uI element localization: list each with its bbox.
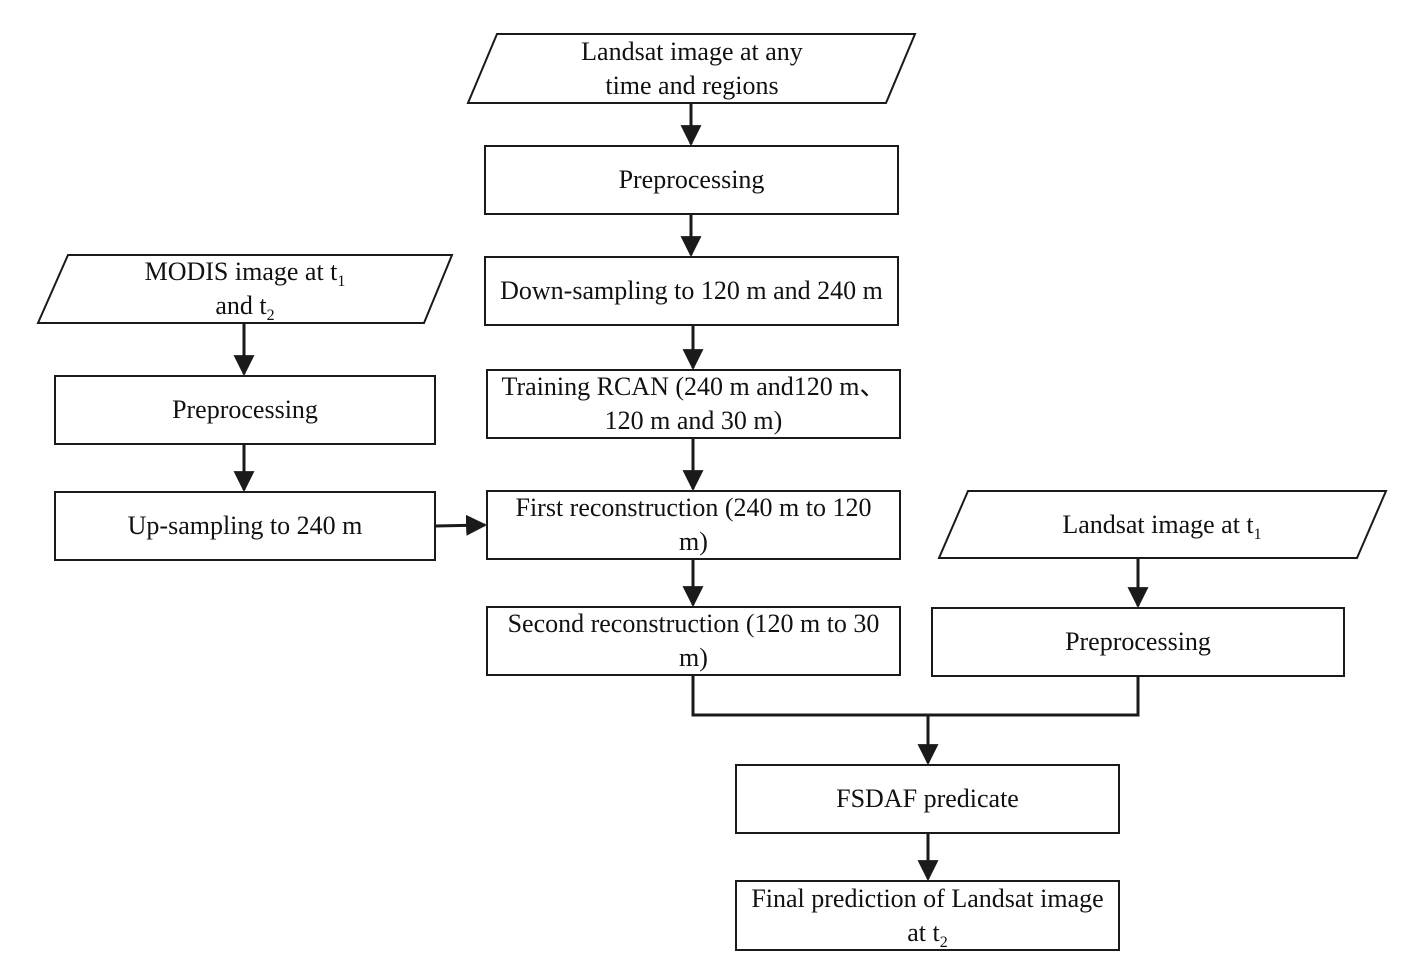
preprocessing-center-node: Preprocessing [485,146,898,214]
edge-second-reconstruction-to-merge [691,675,928,717]
upsampling-label: Up-sampling to 240 m [127,511,363,540]
final-prediction-line2-sub: 2 [939,933,948,951]
training-rcan-label-line2: 120 m and 30 m) [604,406,783,435]
training-rcan-label-line1: Training RCAN (240 m and120 m、 [501,372,886,401]
first-reconstruction-label-line2: m) [679,527,708,556]
second-reconstruction-label-line2: m) [679,643,708,672]
landsat-t1-input-label: Landsat image at t1 [1062,508,1262,543]
second-reconstruction-label-line1: Second reconstruction (120 m to 30 [507,609,880,638]
preprocessing-center-label: Preprocessing [618,165,765,194]
first-reconstruction-label-line1: First reconstruction (240 m to 120 [515,493,872,522]
landsat-t1-input-node: Landsat image at t1 [952,491,1372,558]
second-reconstruction-node: Second reconstruction (120 m to 30 m) [487,607,900,675]
final-prediction-line2-text: at t [907,917,940,947]
downsampling-node: Down-sampling to 120 m and 240 m [485,257,898,325]
landsat-t1-input-sub: 1 [1253,525,1262,543]
final-prediction-node: Final prediction of Landsat image at t2 [736,881,1119,951]
modis-input-line2-text: and t [215,291,267,320]
preprocessing-landsat-t1-node: Preprocessing [932,608,1344,676]
preprocessing-modis-label: Preprocessing [172,395,318,424]
preprocessing-modis-node: Preprocessing [55,376,435,444]
edge-upsampling-to-first-reconstruction [434,514,488,536]
modis-input-label-line2: and t2 [145,289,346,324]
modis-input-label-line1: MODIS image at t1 [144,255,346,290]
modis-input-line1-sub: 1 [337,273,346,290]
training-rcan-node: Training RCAN (240 m and120 m、 120 m and… [487,370,900,438]
landsat-input-label-line2: time and regions [605,70,779,100]
final-prediction-label-line2: at t2 [751,916,1103,951]
final-prediction-label-line1: Final prediction of Landsat image [751,883,1104,913]
edge-preprocessing-t1-to-merge [928,676,1140,717]
downsampling-label: Down-sampling to 120 m and 240 m [500,276,883,305]
landsat-input-label-line1: Landsat image at any [581,36,803,66]
fsdaf-node: FSDAF predicate [736,765,1119,833]
landsat-t1-input-text: Landsat image at t [1062,509,1254,539]
upsampling-node: Up-sampling to 240 m [55,492,435,560]
first-reconstruction-node: First reconstruction (240 m to 120 m) [487,491,900,559]
preprocessing-landsat-t1-label: Preprocessing [1065,627,1211,656]
modis-input-line1-text: MODIS image at t [144,257,338,286]
fsdaf-label: FSDAF predicate [836,784,1019,813]
modis-input-node: MODIS image at t1 and t2 [52,255,438,324]
modis-input-line2-sub: 2 [266,307,275,324]
landsat-input-node: Landsat image at any time and regions [480,34,904,103]
